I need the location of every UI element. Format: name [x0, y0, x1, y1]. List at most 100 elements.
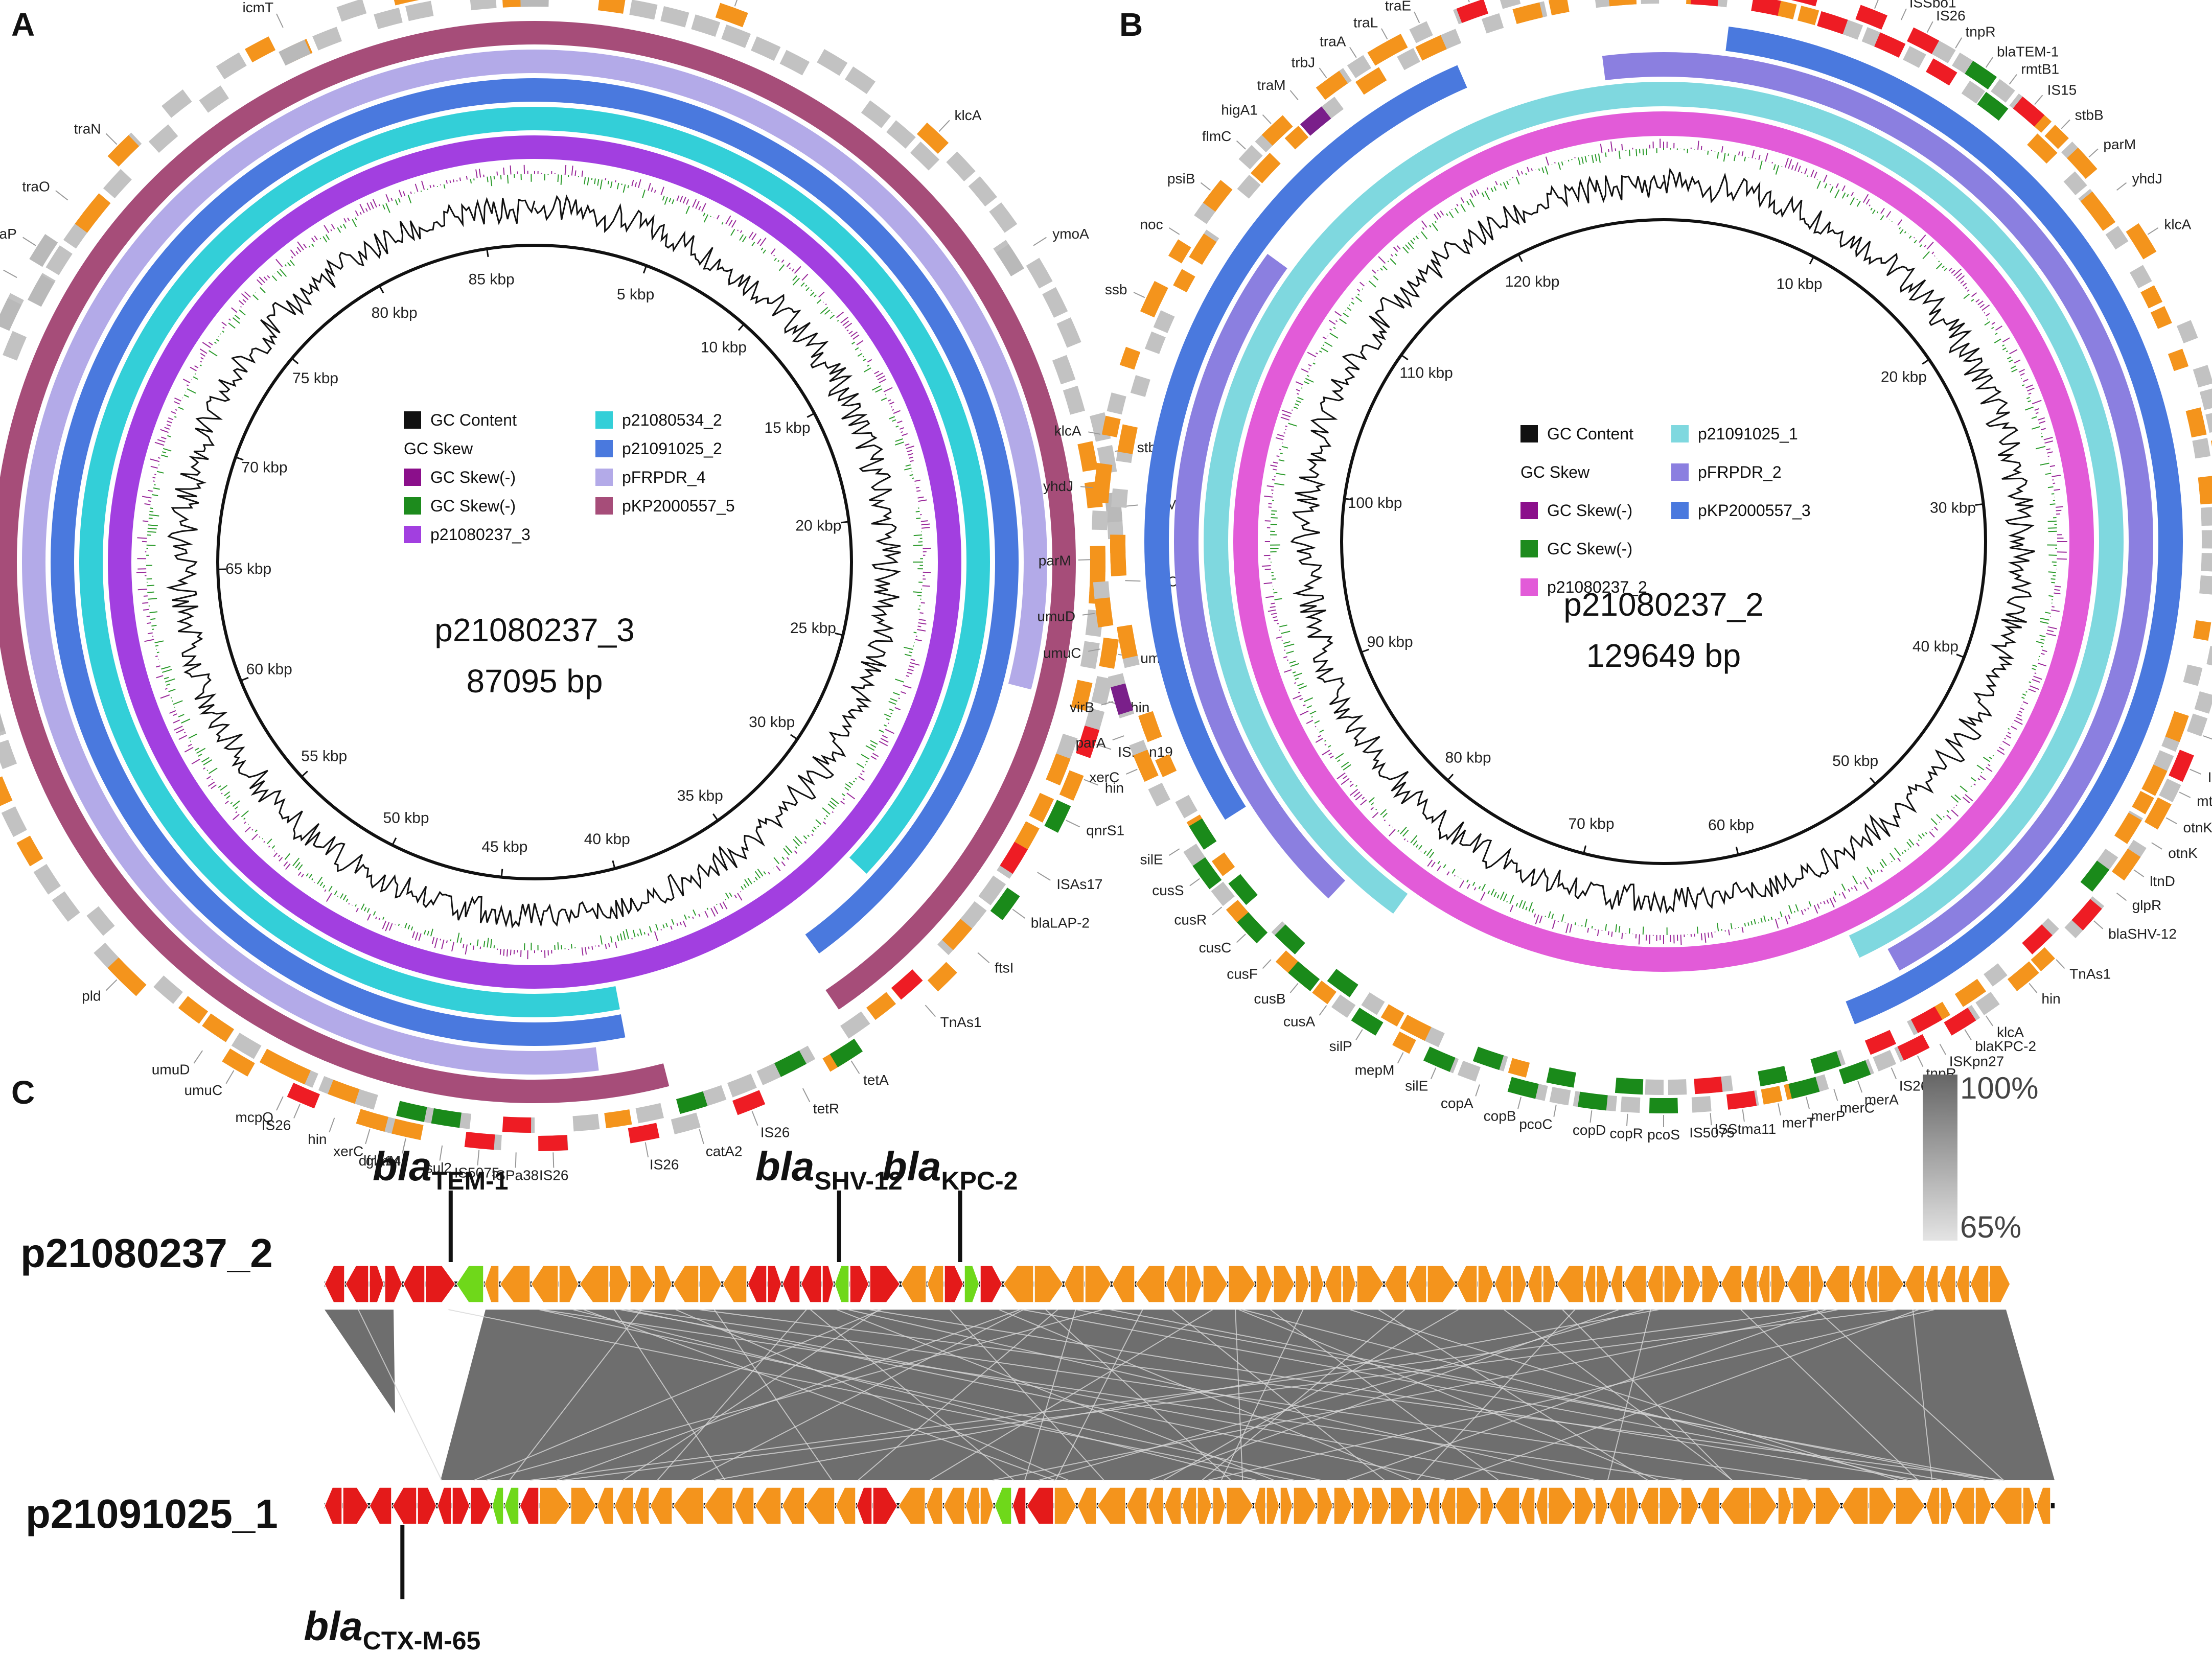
gene-leader-line	[2116, 892, 2127, 901]
gene-label: klcA	[1997, 1024, 2024, 1040]
crosslink	[1055, 1309, 1143, 1481]
gene-feature	[996, 244, 1024, 276]
gene-block	[2132, 790, 2154, 814]
gene-feature	[2013, 96, 2045, 127]
gene-feature	[2169, 750, 2194, 782]
crosslink	[556, 1309, 1021, 1481]
gene-feature	[2198, 476, 2212, 505]
gene-feature	[27, 274, 55, 307]
ring-segment	[107, 135, 961, 989]
crosslink	[1562, 1309, 1733, 1481]
gene-block	[2192, 438, 2211, 459]
legend-label: GC Content	[1547, 425, 1633, 443]
gene-label: IS26	[761, 1125, 790, 1140]
gene-block	[52, 891, 80, 922]
ring-segment	[0, 21, 1076, 1103]
crosslink	[992, 1309, 1838, 1481]
backbone-circle	[1340, 218, 1987, 865]
gene-feature	[1758, 1066, 1788, 1087]
gene-arrow	[1197, 1487, 1212, 1525]
kbp-tick-mark	[835, 632, 843, 636]
gene-label: dfrA14	[359, 1153, 401, 1169]
gene-leader-line	[3, 269, 17, 278]
gene-feature	[222, 1048, 255, 1077]
gene-feature	[916, 122, 949, 154]
gene-label: trbJ	[1292, 55, 1316, 71]
kbp-tick-label: 10 kbp	[1777, 276, 1823, 293]
crosslink	[509, 1309, 642, 1481]
gene-feature	[715, 3, 748, 28]
gene-block	[1111, 488, 1128, 508]
gene-arrow	[1412, 1487, 1427, 1525]
gene-feature	[1810, 1051, 1841, 1074]
kbp-tick-label: 50 kbp	[1832, 753, 1878, 770]
gene-arrow	[324, 1487, 342, 1525]
gene-feature	[2114, 812, 2142, 844]
gene-block	[1107, 392, 1126, 415]
gene-leader-line	[2088, 148, 2099, 158]
gc-skew-negative-trace	[1270, 148, 2058, 936]
gene-label: yhdJ	[2132, 171, 2162, 187]
gene-block	[1761, 1086, 1783, 1105]
gene-leader-line	[1082, 613, 1095, 616]
gene-label: cusB	[1254, 991, 1285, 1007]
kbp-tick-mark	[1344, 498, 1353, 501]
gene-feature	[1261, 115, 1293, 146]
gene-arrow	[452, 1487, 470, 1525]
gene-label: blaTEM-1	[1997, 44, 2059, 60]
gene-feature	[1099, 637, 1119, 669]
gene-block	[0, 776, 13, 806]
gene-leader-line	[1589, 1110, 1593, 1123]
ring-gap	[620, 934, 820, 1038]
identity-scale-min: 65%	[1960, 1210, 2021, 1244]
gene-leader-line	[329, 1117, 335, 1133]
gene-arrow	[1904, 1265, 1925, 1303]
gene-arrow	[1596, 1265, 1610, 1303]
gene-leader-line	[2147, 227, 2159, 235]
kbp-tick-mark	[612, 860, 616, 869]
kbp-tick-mark	[391, 837, 397, 846]
gene-arrow	[1940, 1487, 1953, 1525]
gene-leader-line	[1112, 735, 1124, 741]
legend-swatch	[595, 469, 613, 486]
gene-leader-line	[1189, 878, 1200, 887]
gene-feature	[1874, 32, 1906, 58]
ring-1	[1233, 111, 2094, 972]
gene-leader-line	[2203, 735, 2212, 740]
crosslink	[627, 1309, 1446, 1481]
gene-arrow	[1356, 1265, 1384, 1303]
gene-arrow	[673, 1265, 699, 1303]
gene-arrow	[609, 1265, 630, 1303]
gene-leader-line	[1289, 90, 1299, 101]
gene-label: ISKpn27	[1949, 1054, 2004, 1069]
gene-leader-line	[1891, 1067, 1897, 1080]
gene-arrow	[1720, 1487, 1750, 1525]
identity-scale-bar	[1923, 1075, 1957, 1241]
gene-arrow	[1925, 1487, 1940, 1525]
gene-arrow	[1494, 1487, 1520, 1525]
gene-label: cusC	[1199, 940, 1232, 955]
gene-arrow	[1770, 1265, 1786, 1303]
gene-arrow	[384, 1265, 403, 1303]
gene-label: merP	[1811, 1108, 1846, 1124]
gene-block	[1092, 510, 1108, 530]
gene-arrow	[1353, 1487, 1371, 1525]
gene-leader-line	[1468, 0, 1470, 3]
gene-label: mtnB	[2197, 793, 2212, 809]
gene-feature	[1507, 1077, 1539, 1099]
crosslink	[1346, 1309, 1827, 1481]
gene-arrow	[1956, 1265, 1970, 1303]
gene-feature	[1104, 492, 1123, 523]
gene-leader-line	[1037, 872, 1051, 881]
gene-arrow	[1034, 1265, 1064, 1303]
gene-block	[691, 14, 721, 37]
gene-arrow	[1295, 1265, 1310, 1303]
gene-label: ltnD	[2150, 873, 2175, 889]
crosslink	[1416, 1309, 1576, 1481]
gene-arrow	[1293, 1487, 1317, 1525]
kbp-tick-label: 85 kbp	[469, 271, 515, 288]
ring-segment	[21, 50, 1047, 1075]
gene-feature	[431, 1108, 462, 1128]
